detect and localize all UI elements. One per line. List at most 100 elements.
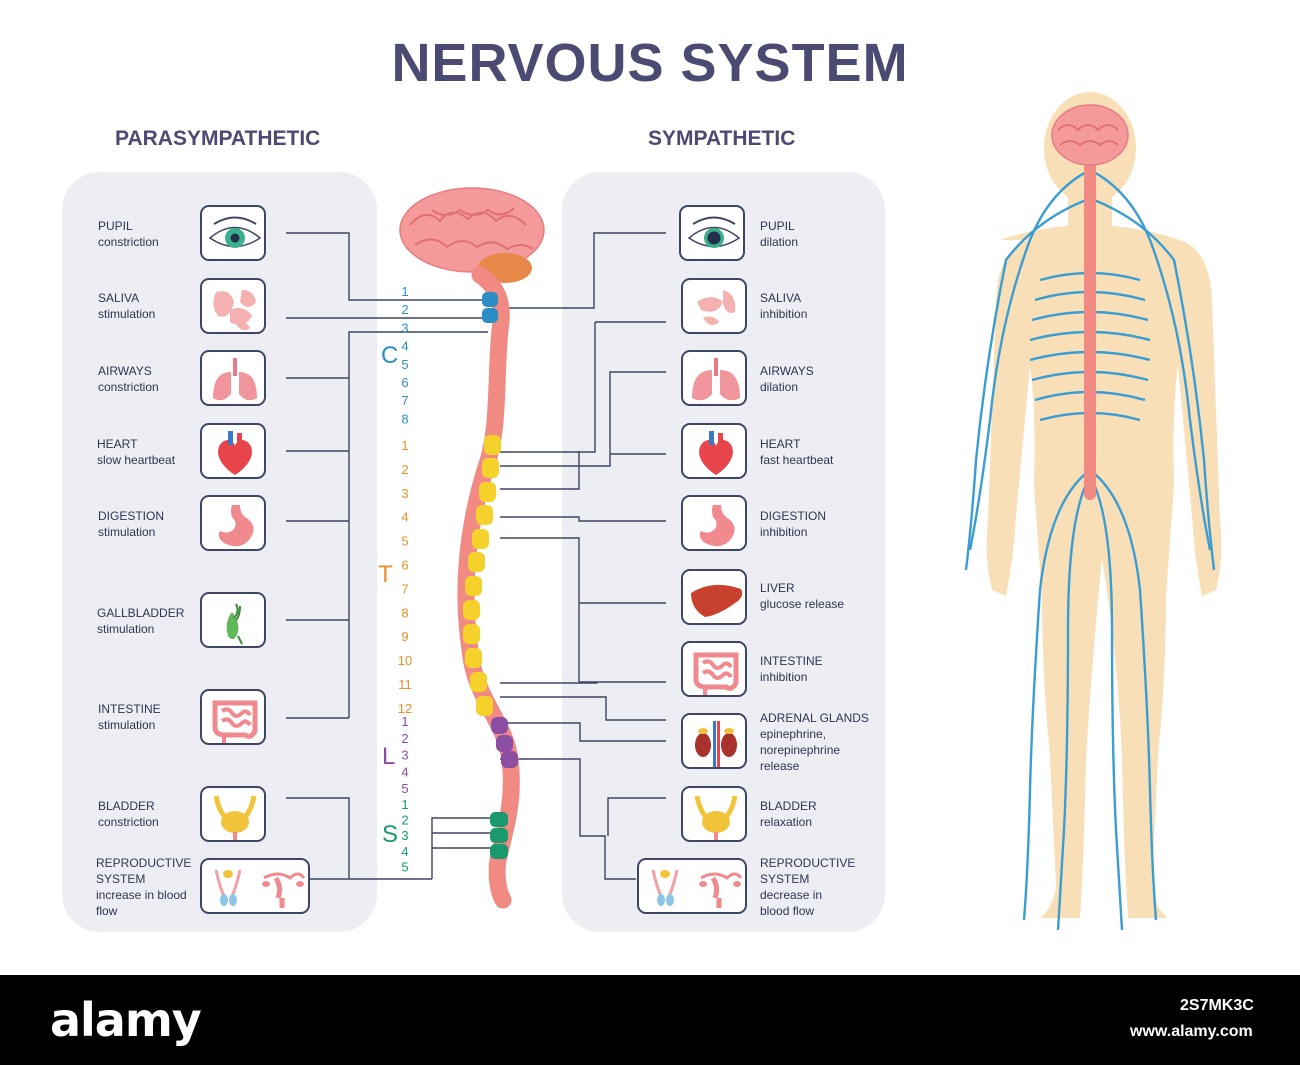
watermark-footer: alamy 2S7MK3C www.alamy.com bbox=[0, 975, 1300, 1065]
vertebra-l3 bbox=[501, 751, 518, 768]
vertebra-t7 bbox=[465, 576, 482, 596]
vertebra-t4 bbox=[476, 505, 493, 525]
site-url: www.alamy.com bbox=[1130, 1023, 1253, 1040]
vertebra-c1 bbox=[482, 292, 498, 307]
spine-segment-s4: 4 bbox=[401, 844, 408, 859]
symp-pupil-icon-box bbox=[679, 205, 745, 261]
para-saliva-icon-box bbox=[200, 278, 266, 334]
vertebra-c2 bbox=[482, 308, 498, 323]
spine-segment-c4: 4 bbox=[401, 339, 408, 354]
reproductive-organs-icon bbox=[214, 869, 306, 908]
gallbladder-icon bbox=[226, 603, 243, 645]
eye-icon bbox=[687, 216, 741, 248]
spine-segment-t8: 8 bbox=[401, 605, 408, 620]
body-spinal-cord bbox=[1084, 155, 1096, 500]
sympathetic-heading: SYMPATHETIC bbox=[648, 127, 796, 150]
spine-region-c-letter: C bbox=[381, 342, 398, 369]
vertebra-t10 bbox=[465, 648, 482, 668]
spine-segment-t6: 6 bbox=[401, 558, 408, 573]
spine-segment-t3: 3 bbox=[401, 486, 408, 501]
intestine-icon bbox=[212, 700, 258, 743]
spine-segment-c1: 1 bbox=[401, 284, 408, 299]
para-digestion-icon-box bbox=[200, 495, 266, 551]
spine-segment-t9: 9 bbox=[401, 629, 408, 644]
stomach-icon bbox=[699, 505, 735, 547]
spine-segment-c8: 8 bbox=[401, 411, 408, 426]
peripheral-nerves bbox=[964, 168, 1216, 931]
spine-segment-t2: 2 bbox=[401, 462, 408, 477]
brand-logo: alamy bbox=[50, 993, 202, 1047]
intestine-icon bbox=[693, 652, 739, 695]
vertebra-t11 bbox=[470, 672, 487, 692]
vertebra-s2 bbox=[490, 828, 508, 843]
vertebra-t1 bbox=[484, 435, 501, 455]
para-reproductive-icon-box bbox=[200, 858, 310, 914]
spine-segment-l4: 4 bbox=[401, 764, 408, 779]
reproductive-organs-icon bbox=[651, 869, 743, 908]
spine-segment-l2: 2 bbox=[401, 731, 408, 746]
spine-segment-c5: 5 bbox=[401, 357, 408, 372]
spine-region-t-letter: T bbox=[378, 561, 393, 588]
spine-segment-c7: 7 bbox=[401, 393, 408, 408]
spine-segment-t12: 12 bbox=[398, 701, 412, 716]
salivary-gland-icon bbox=[213, 290, 256, 331]
para-bladder-icon-box bbox=[200, 786, 266, 842]
spine-region-l-letter: L bbox=[382, 743, 395, 770]
vertebra-l1 bbox=[491, 717, 508, 734]
spine-segment-l1: 1 bbox=[401, 714, 408, 729]
symp-bladder-icon-box bbox=[681, 786, 747, 842]
liver-icon bbox=[691, 584, 743, 617]
bladder-icon bbox=[694, 795, 738, 840]
spine-segment-t11: 11 bbox=[398, 677, 412, 692]
spine-segment-s2: 2 bbox=[401, 813, 408, 828]
vertebra-t5 bbox=[472, 529, 489, 549]
eye-icon bbox=[208, 216, 262, 248]
spine-segment-t4: 4 bbox=[401, 510, 408, 525]
symp-reproductive-icon-box bbox=[637, 858, 747, 914]
vertebra-t6 bbox=[468, 552, 485, 572]
vertebra-t9 bbox=[463, 624, 480, 644]
vertebra-t8 bbox=[463, 600, 480, 620]
vertebra-l2 bbox=[496, 735, 513, 752]
vertebra-s1 bbox=[490, 812, 508, 827]
salivary-gland-icon bbox=[697, 290, 736, 326]
para-intestine-icon-box bbox=[200, 689, 266, 745]
para-gallbladder-icon-box bbox=[200, 592, 266, 648]
bladder-icon bbox=[213, 795, 257, 840]
symp-heart-icon-box bbox=[681, 423, 747, 479]
symp-adrenal-icon-box bbox=[681, 713, 747, 769]
body-brain-icon bbox=[1051, 104, 1129, 166]
vertebra-t2 bbox=[482, 458, 499, 478]
image-id: 2S7MK3C bbox=[1180, 997, 1254, 1014]
para-heart-icon-box bbox=[200, 423, 266, 479]
spine-segment-s5: 5 bbox=[401, 859, 408, 874]
stomach-icon bbox=[218, 505, 254, 547]
spine-segment-t1: 1 bbox=[401, 438, 408, 453]
spine-region-s-letter: S bbox=[382, 821, 398, 848]
symp-airways-icon-box bbox=[681, 350, 747, 406]
spine-segment-s1: 1 bbox=[401, 797, 408, 812]
lungs-icon bbox=[213, 358, 257, 401]
adrenal-kidney-icon bbox=[695, 721, 737, 767]
heart-icon bbox=[218, 431, 252, 475]
spine-segment-c6: 6 bbox=[401, 375, 408, 390]
